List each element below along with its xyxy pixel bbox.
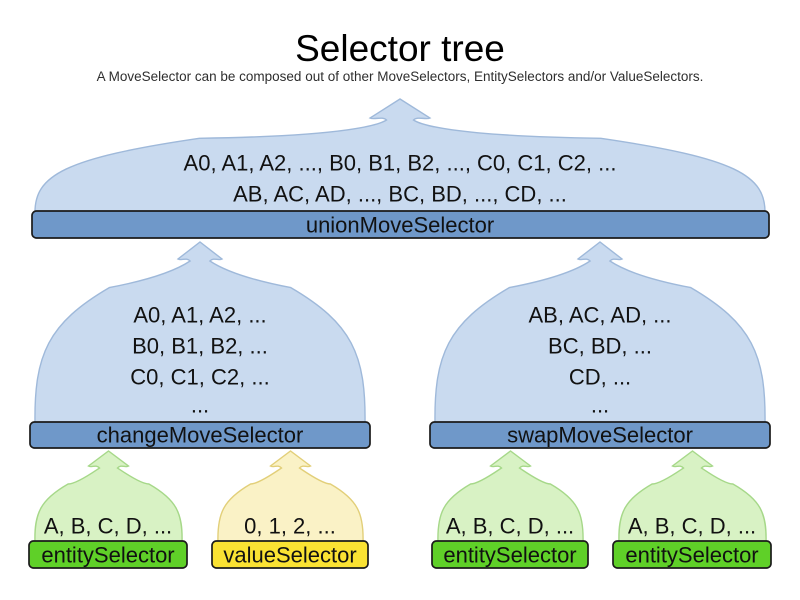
swap-bar-label: swapMoveSelector	[507, 423, 693, 448]
change-content-line: C0, C1, C2, ...	[130, 365, 269, 390]
union-content-line: AB, AC, AD, ..., BC, BD, ..., CD, ...	[233, 182, 567, 207]
value1-content-line: 0, 1, 2, ...	[244, 514, 336, 539]
page-subtitle: A MoveSelector can be composed out of ot…	[96, 69, 704, 84]
change-content-line: A0, A1, A2, ...	[133, 303, 266, 328]
entity-selector-node-1: A, B, C, D, ... entitySelector	[28, 450, 188, 569]
change-bar	[29, 421, 371, 449]
entity-selector-node-2: A, B, C, D, ... entitySelector	[431, 450, 589, 569]
union-content-line: A0, A1, A2, ..., B0, B1, B2, ..., C0, C1…	[184, 151, 617, 176]
entity1-cloud-shape	[34, 450, 183, 544]
page-title: Selector tree	[295, 28, 505, 69]
change-cloud-shape	[34, 241, 366, 425]
union-bar	[31, 210, 770, 239]
entity1-content-line: A, B, C, D, ...	[44, 514, 172, 539]
union-cloud-shape	[34, 98, 766, 215]
entity3-bar-label: entitySelector	[625, 543, 758, 568]
value1-bar-label: valueSelector	[223, 543, 356, 568]
entity3-content-line: A, B, C, D, ...	[628, 514, 756, 539]
entity-selector-node-3: A, B, C, D, ... entitySelector	[612, 450, 772, 569]
swap-move-selector-node: AB, AC, AD, ... BC, BD, ... CD, ... ... …	[429, 241, 771, 449]
value-selector-node: 0, 1, 2, ... valueSelector	[211, 450, 369, 569]
swap-content-line: ...	[591, 393, 609, 418]
change-move-selector-node: A0, A1, A2, ... B0, B1, B2, ... C0, C1, …	[29, 241, 371, 449]
swap-bar	[429, 421, 771, 449]
entity2-content-line: A, B, C, D, ...	[446, 514, 574, 539]
entity1-bar	[28, 540, 188, 569]
entity3-cloud-shape	[618, 450, 767, 544]
union-bar-label: unionMoveSelector	[306, 213, 494, 238]
swap-content-line: AB, AC, AD, ...	[528, 303, 671, 328]
change-bar-label: changeMoveSelector	[97, 423, 304, 448]
entity3-bar	[612, 540, 772, 569]
entity2-bar-label: entitySelector	[443, 543, 576, 568]
union-move-selector-node: A0, A1, A2, ..., B0, B1, B2, ..., C0, C1…	[31, 98, 770, 239]
entity2-bar	[431, 540, 589, 569]
value1-cloud-shape	[217, 450, 364, 544]
entity1-bar-label: entitySelector	[41, 543, 174, 568]
swap-content-line: BC, BD, ...	[548, 334, 652, 359]
entity2-cloud-shape	[437, 450, 584, 544]
swap-content-line: CD, ...	[569, 365, 631, 390]
value1-bar	[211, 540, 369, 569]
swap-cloud-shape	[434, 241, 766, 425]
change-content-line: B0, B1, B2, ...	[132, 334, 268, 359]
change-content-line: ...	[191, 393, 209, 418]
